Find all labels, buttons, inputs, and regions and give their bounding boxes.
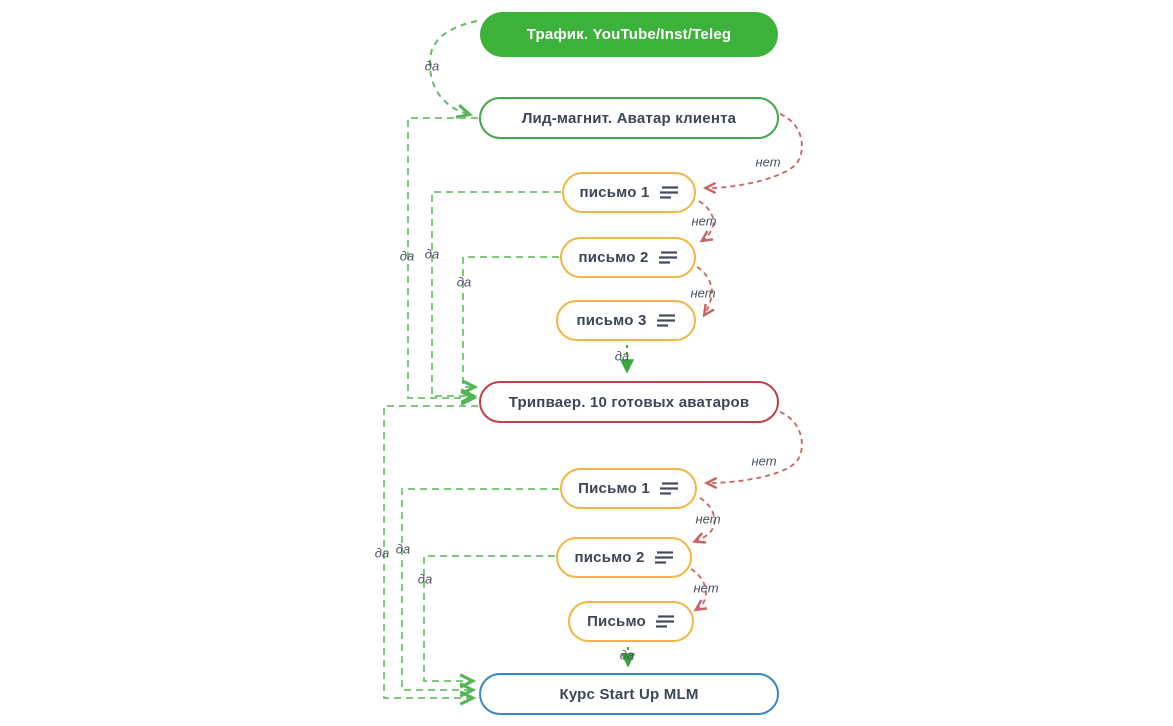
edge-label-yes: да [456,274,472,290]
edge-label-no: нет [691,213,717,229]
edge-label-yes: да [374,545,390,561]
node-label: Лид-магнит. Аватар клиента [521,109,737,127]
connector-yes-email5-course [423,555,555,689]
connector-yes-email4-course [401,488,559,698]
text-lines-icon [659,186,678,199]
text-lines-icon [654,551,673,564]
edge-label-no: нет [690,285,716,301]
edge-label-yes: да [424,58,440,74]
text-lines-icon [659,482,678,495]
connector-no-email4-email5 [692,497,716,544]
edge-label-no: нет [695,511,721,527]
node-tripwire[interactable]: Трипваер. 10 готовых аватаров [479,381,779,423]
edge-label-no: нет [755,154,781,170]
edge-label-yes: да [399,248,415,264]
connector-no-email2-email3 [696,266,715,318]
node-label: письмо 1 [579,184,650,201]
edge-label-no: нет [693,580,719,596]
connector-yes-tripwire-course [383,405,478,706]
connector-no-email1-email2 [698,200,715,243]
node-email-6[interactable]: Письмо [568,601,694,642]
node-label: Письмо 1 [578,480,650,497]
node-traffic[interactable]: Трафик. YouTube/Inst/Teleg [480,12,778,57]
node-lead-magnet[interactable]: Лид-магнит. Аватар клиента [479,97,779,139]
edge-label-yes: да [614,348,630,364]
node-label: письмо 3 [576,312,647,329]
text-lines-icon [655,615,674,628]
node-email-2[interactable]: письмо 2 [560,237,696,278]
edge-label-yes: да [424,246,440,262]
edge-label-yes: да [395,541,411,557]
node-label: письмо 2 [574,549,645,566]
connector-yes-email2-tripwire [461,256,559,395]
node-label: Трафик. YouTube/Inst/Teleg [526,26,732,43]
connector-no-email5-email6 [690,568,708,612]
connector-yes-leadmagnet-tripwire [407,117,478,406]
text-lines-icon [658,251,677,264]
node-email-5[interactable]: письмо 2 [556,537,692,578]
node-label: Курс Start Up MLM [559,685,699,703]
node-course[interactable]: Курс Start Up MLM [479,673,779,715]
connector-yes-traffic-leadmagnet [428,20,478,119]
node-email-1[interactable]: письмо 1 [562,172,696,213]
node-email-4[interactable]: Письмо 1 [560,468,697,509]
connector-no-tripwire-email4 [703,411,803,490]
connector-yes-email1-tripwire [431,191,561,404]
node-label: Трипваер. 10 готовых аватаров [508,393,750,411]
node-label: письмо 2 [578,249,649,266]
edge-label-yes: да [619,647,635,663]
edge-label-yes: да [417,571,433,587]
node-email-3[interactable]: письмо 3 [556,300,696,341]
text-lines-icon [656,314,675,327]
connector-no-leadmagnet-email1 [702,113,803,195]
edge-label-no: нет [751,453,777,469]
node-label: Письмо [587,613,646,630]
